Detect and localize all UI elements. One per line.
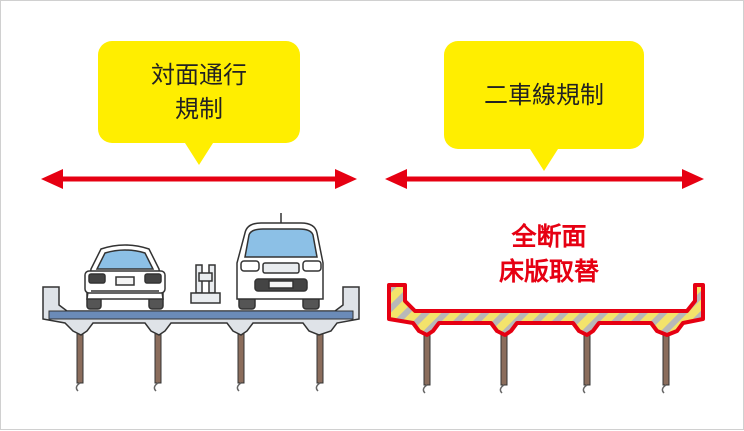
two-way-traffic-label: 対面通行 規制: [98, 41, 300, 165]
right-bridge-section: [387, 283, 705, 394]
left-bridge-section: [42, 213, 360, 392]
right-span-arrow: [385, 169, 704, 189]
left-span-arrow: [41, 169, 357, 189]
two-lane-regulation-text: 二車線規制: [484, 81, 604, 109]
work-line2: 床版取替: [498, 257, 599, 286]
two-way-traffic-line2: 規制: [175, 95, 223, 123]
work-line1: 全断面: [511, 222, 587, 251]
sedan-car: [84, 244, 166, 310]
replacement-slab: [387, 283, 705, 337]
left-slab: [48, 310, 354, 320]
two-lane-regulation-label: 二車線規制: [444, 41, 644, 171]
median-barrier: [190, 264, 221, 304]
left-piers: [76, 330, 324, 384]
two-way-traffic-line1: 対面通行: [151, 61, 247, 89]
right-piers: [423, 330, 670, 386]
full-section-slab-replacement-label: 全断面 床版取替: [449, 219, 649, 289]
minivan-car: [236, 213, 324, 310]
